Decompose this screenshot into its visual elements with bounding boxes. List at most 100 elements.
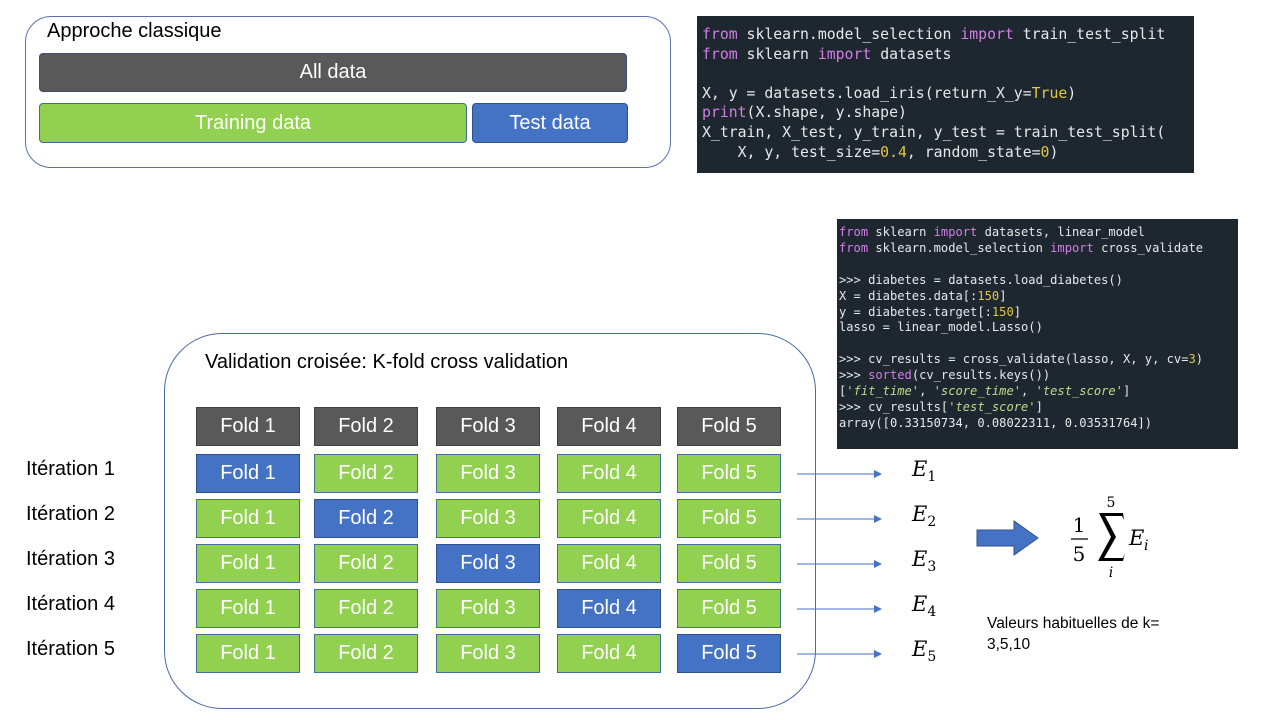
code1-line: X_train, X_test, y_train, y_test = train… [702,123,1194,143]
code2-token: ] [999,288,1007,303]
fold-header-cell: Fold 1 [196,407,300,446]
error-subscript: 5 [927,649,937,666]
train-fold-cell: Fold 1 [196,499,300,538]
code1-line: from sklearn import datasets [702,45,1194,65]
fold-header-cell: Fold 5 [677,407,781,446]
code2-token: ] [1013,304,1022,319]
code2-token: (cv_results.keys()) [911,368,1051,383]
train-fold-cell: Fold 4 [557,544,661,583]
code1-line: print(X.shape, y.shape) [702,103,1194,123]
code2-token: 3 [1188,352,1196,367]
code1-token: ) [1049,143,1059,161]
error-symbol: E [912,637,928,661]
formula-lower-index: i [1109,565,1113,581]
train-fold-cell: Fold 4 [557,634,661,673]
big-right-arrow-icon [976,520,1039,556]
code2-token: 'fit_time' [846,384,920,399]
code2-token: >>> diabetes = datasets.load_diabetes() [839,272,1123,287]
code2-line: >>> diabetes = datasets.load_diabetes() [839,273,1238,289]
code1-token: True [1031,84,1068,102]
note-line-2: 3,5,10 [987,636,1031,653]
train-fold-cell: Fold 3 [436,454,540,493]
train-fold-cell: Fold 2 [314,634,418,673]
error-symbol: E [912,502,928,526]
code1-token: print [702,104,747,122]
code2-line: X = diabetes.data[:150] [839,289,1238,305]
note-line-1: Valeurs habituelles de k= [987,615,1160,632]
train-fold-cell: Fold 2 [314,589,418,628]
code1-token: from [702,45,738,63]
code1-token: from [702,26,738,43]
arrow-head-icon [874,605,882,613]
iteration-error-label: E1 [912,457,936,485]
all-data-bar: All data [39,53,627,92]
code1-token: 0.4 [880,143,907,161]
train-fold-cell: Fold 5 [677,454,781,493]
code1-line: X, y = datasets.load_iris(return_X_y=Tru… [702,84,1194,104]
code2-token: sklearn.model_selection [868,240,1051,255]
code2-token: >>> [839,368,869,383]
code2-token: >>> cv_results[ [839,399,949,414]
arrow-head-icon [874,650,882,658]
code1-line: from sklearn.model_selection import trai… [702,25,1194,45]
code2-token: X = diabetes.data[: [839,288,978,303]
test-fold-cell: Fold 3 [436,544,540,583]
code2-line: >>> cv_results = cross_validate(lasso, X… [839,352,1238,368]
formula-upper-bound: 5 [1107,495,1116,511]
code1-token: X, y = datasets.load_iris(return_X_y= [702,84,1032,102]
code2-token: import [933,225,978,239]
error-symbol: E [912,457,928,481]
code2-token: sklearn [868,225,934,239]
code2-line: lasso = linear_model.Lasso() [839,320,1238,336]
test-fold-cell: Fold 1 [196,454,300,493]
train-fold-cell: Fold 1 [196,544,300,583]
code2-token: y = diabetes.target[: [839,304,992,319]
train-fold-cell: Fold 4 [557,499,661,538]
error-symbol: E [912,547,928,571]
code1-line: X, y, test_size=0.4, random_state=0) [702,143,1194,163]
code2-token: from [839,240,869,255]
test-fold-cell: Fold 5 [677,634,781,673]
usual-k-values-note: Valeurs habituelles de k= 3,5,10 [987,613,1207,655]
code2-token: from [839,225,869,239]
formula-denominator: 5 [1073,542,1086,566]
arrow-head-icon [874,515,882,523]
formula-term-sub: i [1144,538,1148,554]
train-fold-cell: Fold 1 [196,634,300,673]
code2-token: cross_validate [1093,240,1204,255]
code1-token: sklearn.model_selection [737,26,961,43]
code2-line: ['fit_time', 'score_time', 'test_score'] [839,384,1238,400]
iteration-error-label: E3 [912,547,936,575]
code2-token: >>> cv_results = cross_validate(lasso, X… [839,352,1189,367]
train-fold-cell: Fold 2 [314,544,418,583]
code2-token: , [1021,384,1036,399]
error-subscript: 4 [927,604,937,621]
train-fold-cell: Fold 3 [436,499,540,538]
train-fold-cell: Fold 5 [677,499,781,538]
fold-header-cell: Fold 4 [557,407,661,446]
code1-token: ) [1067,84,1077,102]
code1-token: 0 [1040,143,1050,161]
kfold-title: Validation croisée: K-fold cross validat… [205,351,569,373]
iteration-error-label: E4 [912,592,936,620]
code2-token: 150 [977,288,1000,303]
code2-token: ) [1195,352,1204,367]
classic-approach-title: Approche classique [47,20,222,42]
error-symbol: E [912,592,928,616]
code2-line: from sklearn.model_selection import cros… [839,241,1238,257]
arrow-head-icon [874,470,882,478]
code1-token: sklearn [737,45,818,63]
average-error-formula: 1 5 5 i E i [1071,495,1148,581]
formula-term: E [1128,526,1144,550]
code1-token: (X.shape, y.shape) [746,104,907,122]
train-fold-cell: Fold 2 [314,454,418,493]
sigma-icon [1098,513,1125,561]
code2-token: 'test_score' [1035,384,1123,399]
code1-token: train_test_split [1013,26,1166,43]
test-data-bar: Test data [472,103,628,143]
test-fold-cell: Fold 2 [314,499,418,538]
code2-token: [ [839,384,847,399]
code2-token: sorted [868,368,912,383]
error-subscript: 1 [927,469,937,486]
